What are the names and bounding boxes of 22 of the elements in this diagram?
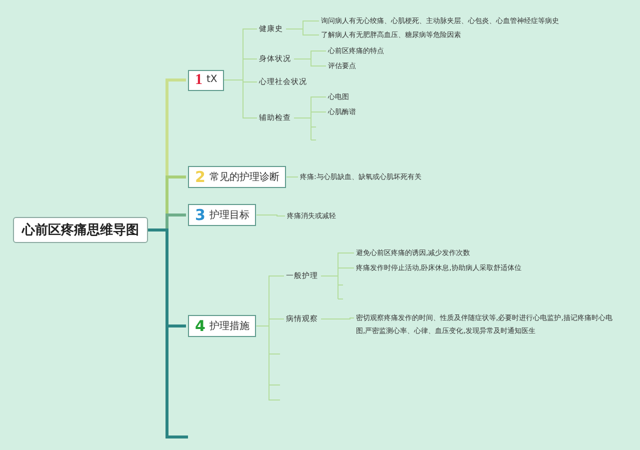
branch-line — [256, 214, 286, 216]
branch-label: 护理目标 — [209, 210, 250, 221]
branch-line — [320, 268, 354, 276]
branch-box — [188, 166, 286, 188]
branch-label: tX — [206, 74, 218, 84]
branch-line — [256, 326, 280, 400]
branch-line — [294, 58, 326, 66]
title-box: 心前区疼痛思维导图 — [13, 217, 148, 243]
number-label: 4 — [195, 317, 206, 335]
branch-line — [286, 28, 320, 36]
branch-line — [294, 112, 326, 118]
number-label: 2 — [195, 168, 206, 186]
branch-line — [148, 228, 188, 438]
number-label: 1 — [195, 72, 202, 88]
branch-label: 护理措施 — [209, 321, 250, 332]
branch-box — [188, 70, 224, 90]
number-label: 3 — [195, 206, 206, 224]
branch-box — [188, 204, 256, 226]
branch-line — [320, 318, 354, 320]
branch-line — [286, 176, 298, 178]
branch-box — [188, 315, 256, 337]
branch-label: 常见的护理诊断 — [209, 172, 280, 183]
